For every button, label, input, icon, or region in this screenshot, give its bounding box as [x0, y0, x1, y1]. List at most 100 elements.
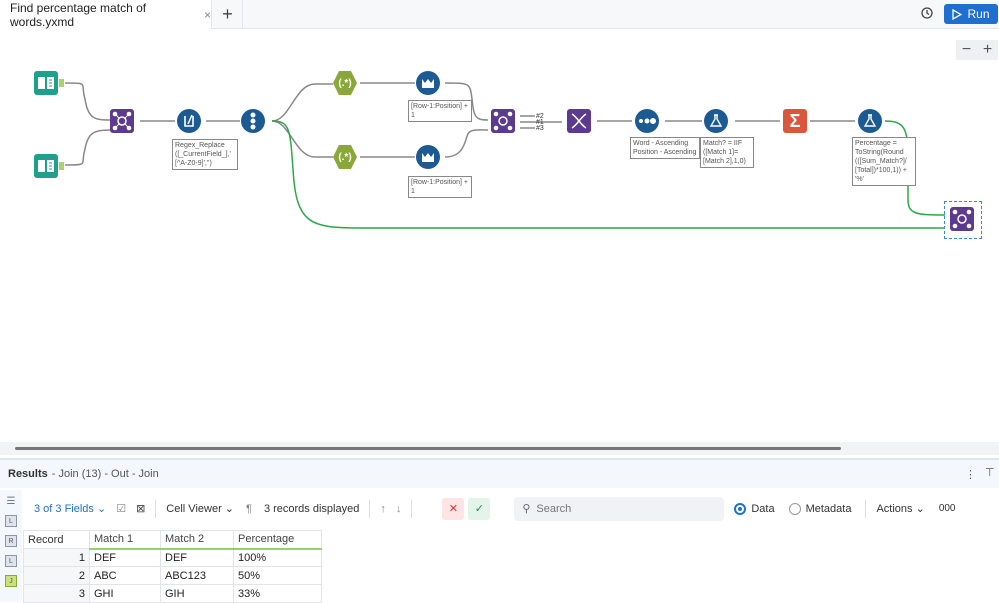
- match2-cell[interactable]: DEF: [160, 548, 234, 567]
- percentage-cell[interactable]: 50%: [233, 566, 322, 585]
- divider: [411, 499, 413, 518]
- annotation-formula: Match? = IIF ([Match 1]= [Match 2],1,0): [700, 137, 754, 168]
- annotation-multirow: [Row-1:Position] + 1: [408, 176, 472, 198]
- more-options-icon[interactable]: ⋮: [965, 469, 976, 481]
- checkbox-icon[interactable]: ☑: [116, 503, 127, 515]
- metadata-radio[interactable]: [788, 502, 801, 515]
- divider: [155, 499, 157, 518]
- results-table: Record Match 1 Match 2 Percentage 1 DEF …: [23, 530, 322, 603]
- match1-cell[interactable]: DEF: [89, 548, 161, 567]
- anchor-left-output[interactable]: L: [5, 555, 17, 567]
- dna-icon: [571, 113, 587, 129]
- sort-tool[interactable]: [635, 109, 659, 133]
- book-icon: [38, 77, 54, 89]
- join-output-label: #3: [536, 125, 544, 132]
- search-input[interactable]: [536, 502, 707, 515]
- results-sidebar: ☰ L R L J: [0, 490, 22, 602]
- column-header[interactable]: Match 1: [89, 530, 161, 550]
- percentage-cell[interactable]: 100%: [233, 548, 322, 567]
- list-icon[interactable]: ☰: [6, 495, 16, 507]
- history-icon[interactable]: [918, 6, 936, 24]
- record-id-tool[interactable]: [241, 109, 265, 133]
- output-anchor[interactable]: [59, 79, 64, 87]
- join-tool[interactable]: [491, 109, 515, 133]
- multi-row-formula-tool[interactable]: [416, 145, 440, 169]
- zoom-controls: − +: [956, 40, 998, 60]
- fields-label: 3 of 3 Fields: [34, 503, 94, 515]
- formula-tool[interactable]: [704, 109, 728, 133]
- output-anchor[interactable]: [59, 162, 64, 170]
- join-tool[interactable]: [950, 207, 974, 231]
- table-row[interactable]: 3 GHI GIH 33%: [23, 584, 322, 603]
- union-tool[interactable]: [567, 109, 591, 133]
- match2-cell[interactable]: GIH: [160, 584, 234, 603]
- anchor-join-output[interactable]: J: [5, 575, 17, 587]
- more-button[interactable]: 000: [938, 503, 956, 514]
- record-cell: 2: [23, 566, 90, 585]
- connections: #2 #1 #3: [64, 82, 946, 229]
- search-box[interactable]: ⚲: [514, 496, 725, 521]
- anchor-right-input[interactable]: R: [5, 535, 17, 547]
- input-data-tool[interactable]: [34, 154, 58, 178]
- fields-dropdown[interactable]: 3 of 3 Fields ⌄: [34, 503, 107, 515]
- wire: [271, 120, 333, 158]
- column-header[interactable]: Match 2: [160, 530, 234, 550]
- percentage-cell[interactable]: 33%: [233, 584, 322, 603]
- join-tool[interactable]: [110, 109, 134, 133]
- wire: [271, 83, 333, 122]
- anchor-left-input[interactable]: L: [5, 515, 17, 527]
- results-breadcrumb: - Join (13) - Out - Join: [51, 468, 159, 480]
- record-id-icon: [250, 112, 256, 130]
- multi-field-formula-tool[interactable]: [177, 109, 201, 133]
- wire: [444, 82, 489, 121]
- annotation-sort: Word - Ascending Position - Ascending: [630, 137, 700, 159]
- join-icon: [952, 209, 972, 229]
- column-header[interactable]: Percentage: [233, 530, 322, 550]
- pin-icon[interactable]: ⊤: [985, 467, 995, 479]
- selection-box: [944, 201, 982, 239]
- beaker-icon: [184, 114, 194, 127]
- zoom-in-button[interactable]: +: [982, 41, 993, 58]
- zoom-out-button[interactable]: −: [961, 41, 972, 58]
- pilcrow-icon[interactable]: ¶: [246, 502, 252, 515]
- data-radio[interactable]: [734, 502, 747, 515]
- results-toolbar: 3 of 3 Fields ⌄ ☑ ⊠ Cell Viewer ⌄ ¶ 3 re…: [22, 490, 999, 527]
- flask-icon: [863, 114, 877, 127]
- deselect-icon[interactable]: ⊠: [136, 503, 146, 515]
- clear-filter-button[interactable]: ✕: [442, 497, 465, 520]
- canvas-horizontal-scrollbar[interactable]: [0, 442, 999, 455]
- arrow-up-icon[interactable]: ↑: [380, 502, 386, 515]
- table-row[interactable]: 1 DEF DEF 100%: [23, 548, 322, 567]
- join-output-label: #2: [536, 113, 544, 120]
- regex-tool[interactable]: (.*): [333, 71, 357, 95]
- table-row[interactable]: 2 ABC ABC123 50%: [23, 566, 322, 585]
- match1-cell[interactable]: GHI: [89, 584, 161, 603]
- close-icon[interactable]: ×: [203, 7, 211, 22]
- wire: [64, 82, 111, 121]
- match1-cell[interactable]: ABC: [89, 566, 161, 585]
- table-header-row: Record Match 1 Match 2 Percentage: [23, 530, 322, 550]
- sort-icon: [639, 118, 656, 124]
- scrollbar-thumb[interactable]: [15, 447, 841, 450]
- annotation-regex: Regex_Replace ([_CurrentField_],' [^A-Z0…: [172, 139, 238, 170]
- wire: [444, 129, 489, 158]
- workflow-canvas[interactable]: #2 #1 #3 Regex_Replace ([_CurrentField_]…: [0, 29, 999, 442]
- annotation-formula: Percentage = ToString(Round (([Sum_Match…: [852, 137, 916, 186]
- tab-label: Find percentage match of words.yxmd: [10, 0, 147, 29]
- tab-workflow[interactable]: Find percentage match of words.yxmd ×: [0, 0, 212, 29]
- match2-cell[interactable]: ABC123: [160, 566, 234, 585]
- column-header[interactable]: Record: [23, 530, 90, 549]
- cell-viewer-dropdown[interactable]: Cell Viewer ⌄: [166, 503, 235, 515]
- input-data-tool[interactable]: [34, 71, 58, 95]
- run-button[interactable]: Run: [944, 4, 998, 24]
- play-icon: [952, 8, 963, 20]
- actions-dropdown[interactable]: Actions ⌄: [876, 503, 925, 515]
- add-tab-button[interactable]: +: [213, 0, 243, 29]
- regex-tool[interactable]: (.*): [333, 145, 357, 169]
- wire: [64, 129, 111, 166]
- apply-filter-button[interactable]: ✓: [468, 497, 491, 520]
- arrow-down-icon[interactable]: ↓: [395, 502, 402, 515]
- formula-tool[interactable]: [858, 109, 882, 133]
- multi-row-formula-tool[interactable]: [416, 71, 440, 95]
- summarize-tool[interactable]: Σ: [783, 109, 807, 133]
